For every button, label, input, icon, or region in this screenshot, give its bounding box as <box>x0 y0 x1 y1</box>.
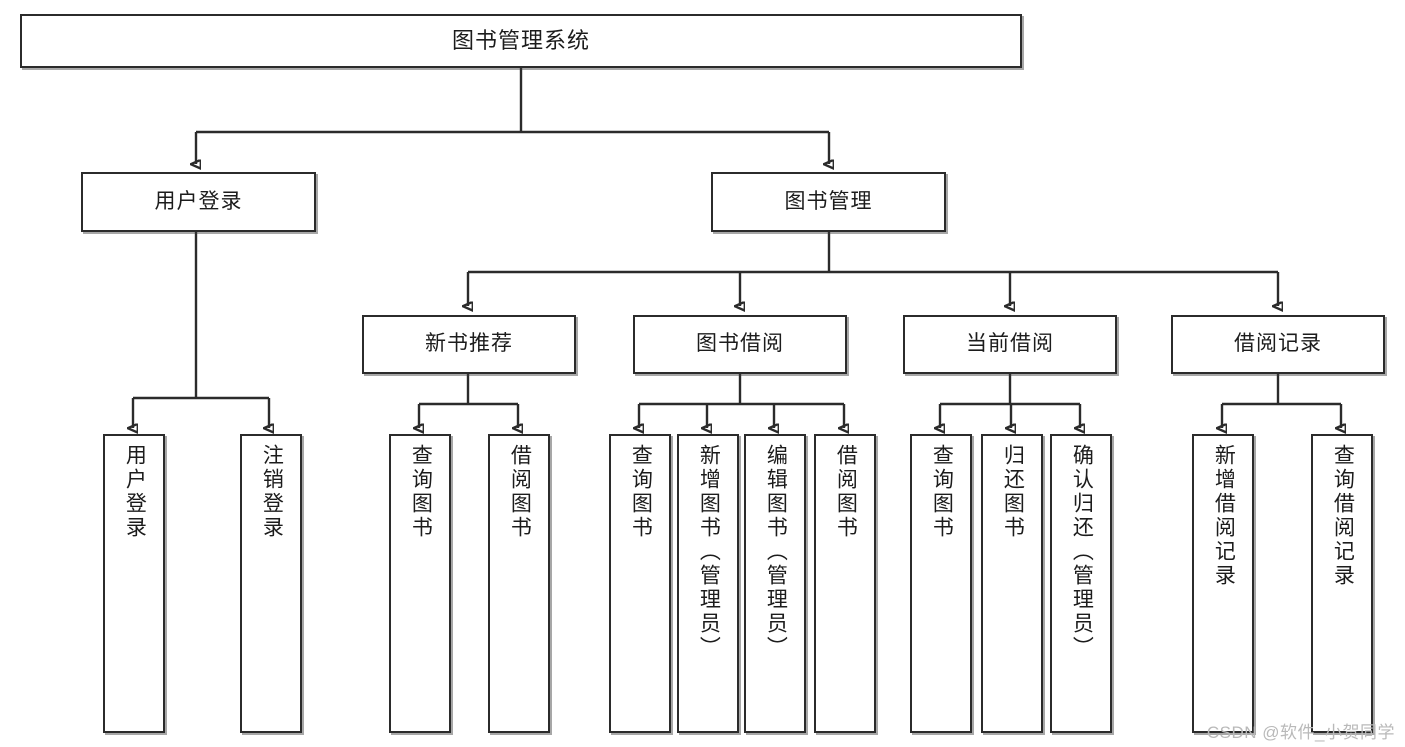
node-label: 查询图书 <box>409 444 433 540</box>
node-label: 注销登录 <box>260 444 284 540</box>
node-book-management[interactable]: 图书管理 <box>711 172 946 232</box>
leaf-book-borrow-query-book[interactable]: 查询图书 <box>609 434 671 733</box>
node-label: 查询图书 <box>629 444 653 540</box>
node-label: 借阅图书 <box>508 444 532 540</box>
node-label: 新书推荐 <box>425 332 513 356</box>
node-label: 查询图书 <box>930 444 954 540</box>
leaf-new-book-query-book[interactable]: 查询图书 <box>389 434 451 733</box>
leaf-current-borrow-return-book[interactable]: 归还图书 <box>981 434 1043 733</box>
node-root-book-management-system[interactable]: 图书管理系统 <box>20 14 1022 68</box>
node-label: 归还图书 <box>1001 444 1025 540</box>
node-new-book-recommend[interactable]: 新书推荐 <box>362 315 576 374</box>
leaf-borrow-record-query-record[interactable]: 查询借阅记录 <box>1311 434 1373 733</box>
node-label: 查询借阅记录 <box>1331 444 1355 588</box>
leaf-borrow-record-add-record[interactable]: 新增借阅记录 <box>1192 434 1254 733</box>
leaf-book-borrow-edit-book-admin[interactable]: 编辑图书（管理员） <box>744 434 806 733</box>
node-current-borrow[interactable]: 当前借阅 <box>903 315 1117 374</box>
leaf-user-login-logout[interactable]: 注销登录 <box>240 434 302 733</box>
node-label: 图书管理系统 <box>451 28 590 54</box>
node-label: 借阅图书 <box>834 444 858 540</box>
node-borrow-record[interactable]: 借阅记录 <box>1171 315 1385 374</box>
leaf-current-borrow-query-book[interactable]: 查询图书 <box>910 434 972 733</box>
node-label: 确认归还（管理员） <box>1070 444 1094 660</box>
node-book-borrow[interactable]: 图书借阅 <box>633 315 847 374</box>
node-label: 当前借阅 <box>966 332 1054 356</box>
node-label: 编辑图书（管理员） <box>764 444 788 660</box>
node-label: 用户登录 <box>154 189 243 213</box>
leaf-current-borrow-confirm-return-admin[interactable]: 确认归还（管理员） <box>1050 434 1112 733</box>
leaf-book-borrow-add-book-admin[interactable]: 新增图书（管理员） <box>677 434 739 733</box>
leaf-book-borrow-borrow-book[interactable]: 借阅图书 <box>814 434 876 733</box>
node-label: 新增图书（管理员） <box>697 444 721 660</box>
csdn-watermark: CSDN @软件_小贺同学 <box>1206 723 1395 742</box>
node-label: 新增借阅记录 <box>1212 444 1236 588</box>
node-label: 用户登录 <box>123 444 147 540</box>
leaf-user-login-login[interactable]: 用户登录 <box>103 434 165 733</box>
leaf-new-book-borrow-book[interactable]: 借阅图书 <box>488 434 550 733</box>
node-label: 图书借阅 <box>696 332 784 356</box>
node-user-login[interactable]: 用户登录 <box>81 172 316 232</box>
node-label: 图书管理 <box>784 189 873 213</box>
node-label: 借阅记录 <box>1234 332 1322 356</box>
